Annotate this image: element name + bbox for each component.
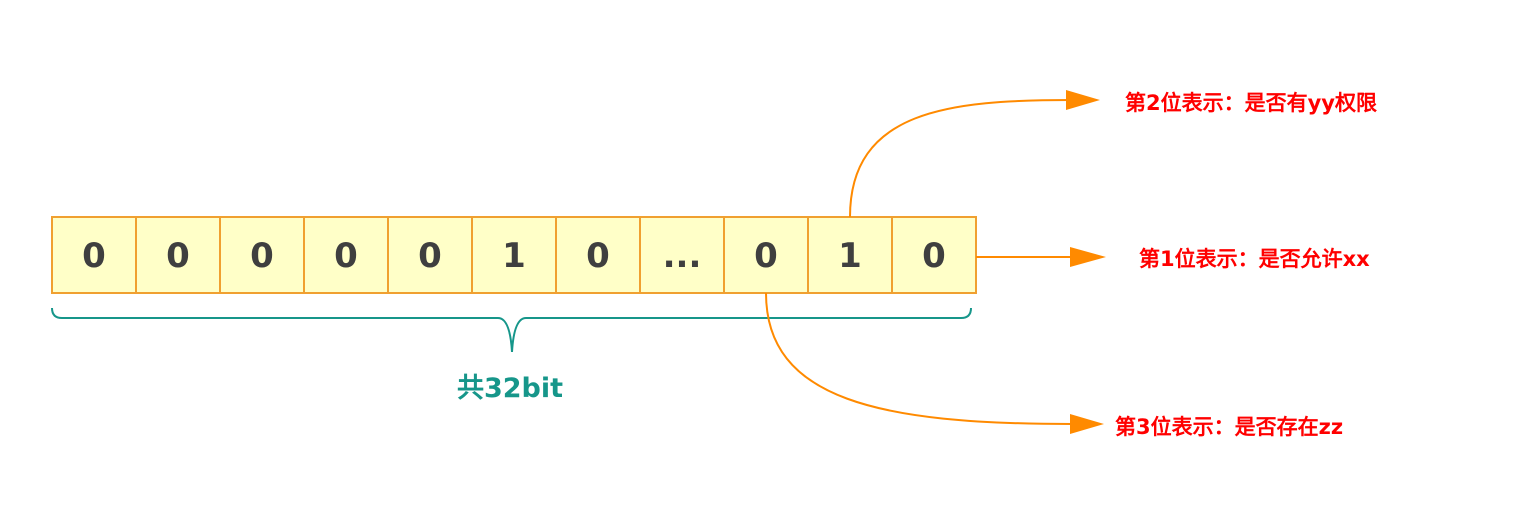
bit-cell: 0 [891, 216, 977, 294]
bit-cell-box [219, 216, 305, 294]
bit-cell-box [639, 216, 725, 294]
arrow-bit1 [976, 247, 1106, 267]
bit-value: ... [663, 236, 702, 276]
annotation-bit1: 第1位表示：是否允许xx [1139, 247, 1370, 271]
arrowhead-bit2 [1066, 90, 1100, 110]
bit-cell-box [387, 216, 473, 294]
bit-value: 0 [82, 236, 106, 276]
bit-cell-box [555, 216, 641, 294]
bit-value: 0 [334, 236, 358, 276]
bit-cell: 0 [555, 216, 641, 294]
bit-cell-box [807, 216, 893, 294]
bit-value: 0 [250, 236, 274, 276]
bit-cell: 1 [471, 216, 557, 294]
bit-value: 0 [418, 236, 442, 276]
arrowhead-bit1 [1070, 247, 1106, 267]
bit-value: 1 [502, 236, 526, 276]
bit-cell-box [135, 216, 221, 294]
bit-cell: 1 [807, 216, 893, 294]
arrowhead-bit3 [1070, 414, 1104, 434]
bit-cell: 0 [723, 216, 809, 294]
bit-value: 0 [586, 236, 610, 276]
bit-cell: 0 [219, 216, 305, 294]
bit-value: 0 [166, 236, 190, 276]
arrow-bit2 [849, 90, 1100, 218]
bit-cell: 0 [303, 216, 389, 294]
bit-cell: 0 [51, 216, 137, 294]
bit-cell-box [891, 216, 977, 294]
bit-value: 1 [838, 236, 862, 276]
span-brace [51, 307, 972, 353]
arrow-bit3 [765, 292, 1104, 434]
annotation-bit2: 第2位表示：是否有yy权限 [1125, 91, 1377, 115]
bit-cell: ... [639, 216, 725, 294]
bit-cell: 0 [387, 216, 473, 294]
bit-value: 0 [754, 236, 778, 276]
annotation-bit3: 第3位表示：是否存在zz [1115, 415, 1343, 439]
bit-cell: 0 [135, 216, 221, 294]
bit-value: 0 [922, 236, 946, 276]
bit-cell-box [51, 216, 137, 294]
total-bits-label: 共32bit [457, 373, 563, 404]
bit-array: 0 0 0 0 0 1 0... 0 1 0 [51, 216, 977, 294]
bit-cell-box [471, 216, 557, 294]
